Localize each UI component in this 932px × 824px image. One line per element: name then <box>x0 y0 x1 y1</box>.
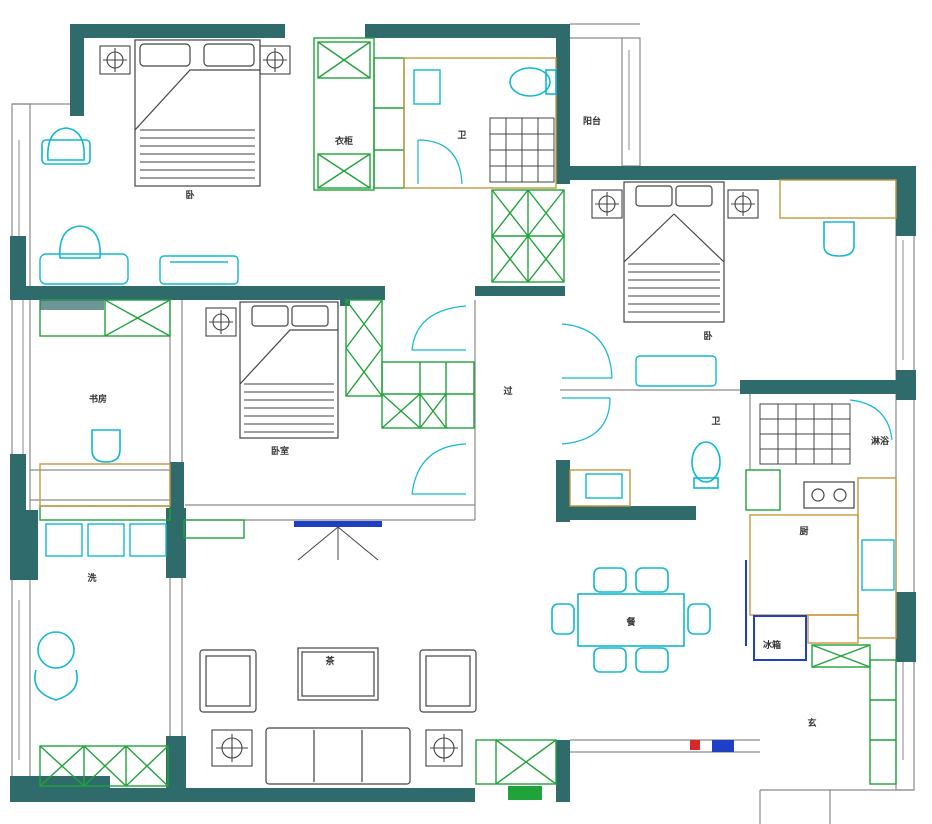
bed-icon <box>239 301 339 439</box>
tv-icon <box>294 521 382 561</box>
wall-segment <box>556 506 696 520</box>
wall-segment <box>556 166 916 180</box>
sofa-icon <box>39 253 129 285</box>
room-label: 淋浴 <box>871 435 890 447</box>
left-window-strip <box>11 103 31 785</box>
room-label: 餐 <box>625 616 636 628</box>
wall-segment <box>10 510 38 580</box>
wall-segment <box>166 508 186 578</box>
wall-segment <box>70 24 84 116</box>
room-label: 玄 <box>807 717 816 729</box>
wall-segment <box>365 24 570 38</box>
desk-right <box>779 179 897 219</box>
sink-icon <box>413 69 895 591</box>
toilet-icon <box>509 67 721 489</box>
cabinet-strip <box>745 469 781 511</box>
door-mat <box>508 786 542 800</box>
wall-segment <box>896 370 916 400</box>
wall-segment <box>896 166 916 236</box>
shower-grid <box>489 117 851 465</box>
coffee-table <box>297 647 379 701</box>
window-dots <box>18 50 904 760</box>
room-label: 卧 <box>703 330 712 342</box>
vanity-right <box>569 469 631 507</box>
door-swing <box>561 323 613 379</box>
cabinet-block-kitchen <box>811 644 897 785</box>
cabinet-block-entry <box>475 739 557 785</box>
thick-walls <box>10 24 916 802</box>
sofa-icon <box>159 255 239 285</box>
wall-segment <box>70 24 285 38</box>
room-labels: 卧 卫 衣柜 阳台 卧 书房 卧室 过 卫 淋浴 厨 洗 冰箱 餐 玄 茶 <box>87 115 890 729</box>
thin-wall-lines <box>11 23 915 824</box>
hatched-strip <box>40 300 104 310</box>
room-label: 卫 <box>457 130 466 141</box>
cabinet-block-mid <box>491 189 565 283</box>
cabinet-block-bedroom-mid <box>345 299 475 429</box>
cabinets <box>39 37 897 787</box>
room-label: 衣柜 <box>335 135 353 147</box>
right-window-strip <box>895 179 915 791</box>
wall-segment <box>475 286 565 296</box>
room-label: 茶 <box>324 655 335 667</box>
room-label: 厨 <box>799 526 808 537</box>
room-label: 冰箱 <box>763 639 781 651</box>
room-label: 书房 <box>89 393 107 405</box>
lamp-icon <box>99 45 759 767</box>
stove-icon <box>803 481 855 509</box>
top-right-window-strip <box>621 37 641 167</box>
door-swing <box>561 397 611 445</box>
wall-segment <box>100 788 475 802</box>
bed-icon <box>134 39 261 187</box>
wall-segment <box>166 736 186 802</box>
wall-segment <box>340 286 350 306</box>
room-label: 卧室 <box>271 445 289 457</box>
dining-table-icon <box>551 567 711 673</box>
wall-segment <box>10 286 385 300</box>
door-swings <box>411 139 893 495</box>
bed-icon <box>623 181 725 323</box>
room-label: 过 <box>503 385 512 397</box>
cabinet-strip <box>183 519 245 539</box>
door-swing <box>411 443 467 495</box>
sofa-icon <box>635 355 717 387</box>
fridge-block <box>745 560 807 661</box>
kitchen-counter <box>807 614 859 644</box>
door-swing <box>417 139 463 185</box>
wall-segment <box>10 776 110 802</box>
cabinet-block-left <box>39 299 171 787</box>
cabinet-block-top <box>313 37 405 191</box>
kitchen-counter <box>857 477 897 639</box>
wall-segment <box>10 236 26 292</box>
wall-segment <box>10 454 26 510</box>
chair-icon <box>34 127 855 701</box>
room-label: 卫 <box>711 416 720 427</box>
wall-segment <box>896 592 916 662</box>
bath-counter <box>403 57 557 189</box>
room-label: 阳台 <box>583 115 601 127</box>
wall-segment <box>556 24 570 184</box>
room-label: 洗 <box>87 572 96 584</box>
wall-segment <box>556 740 570 802</box>
armchair-icon <box>199 649 477 713</box>
room-label: 卧 <box>185 189 194 201</box>
door-swing <box>411 305 467 351</box>
door-swing <box>849 399 893 441</box>
wall-segment <box>740 380 916 394</box>
wall-segment <box>170 462 184 510</box>
accent-marks <box>690 740 734 752</box>
cabinet-strip <box>39 505 171 521</box>
washing-machine-icon <box>45 523 167 557</box>
sofa-icon <box>265 727 411 785</box>
desk-left <box>39 463 171 507</box>
